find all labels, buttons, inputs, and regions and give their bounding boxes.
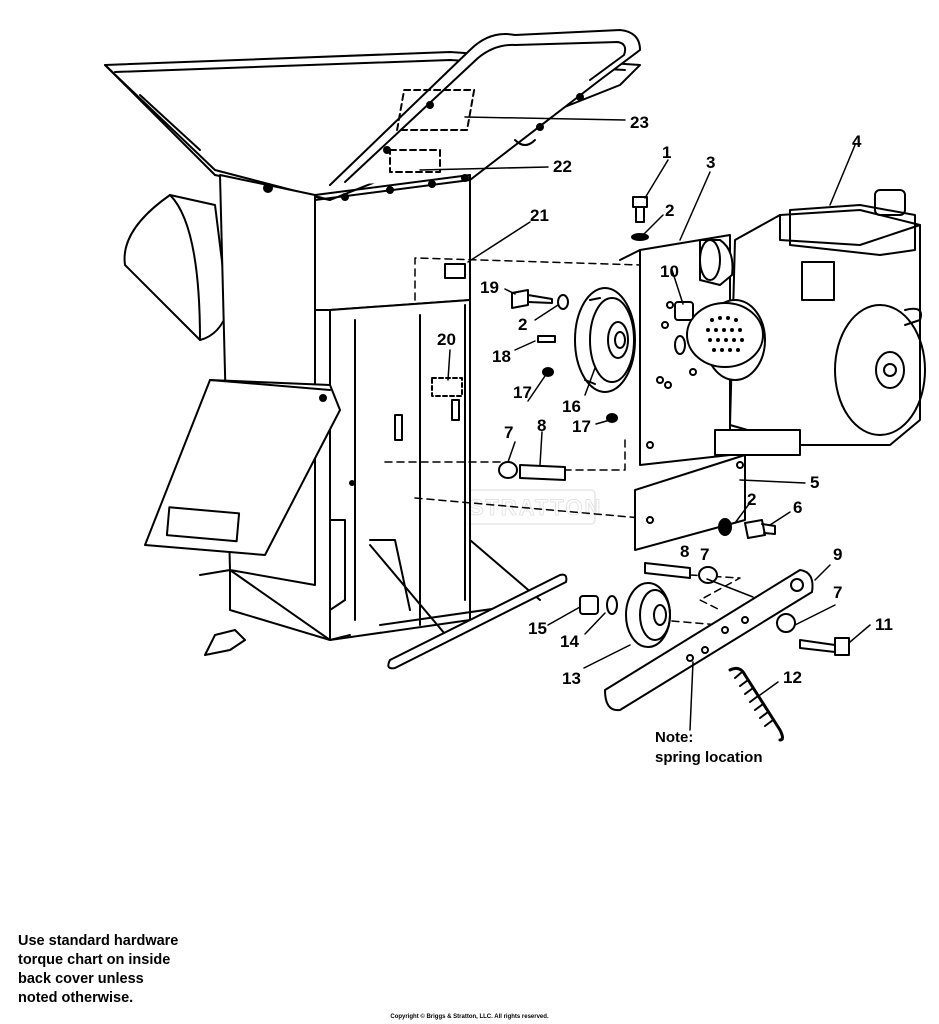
idler-arm xyxy=(604,569,814,712)
muffler xyxy=(686,302,764,368)
callout-9: 9 xyxy=(833,545,842,564)
callout-16: 16 xyxy=(562,397,581,416)
drive-pulley xyxy=(574,287,636,393)
callout-4: 4 xyxy=(852,132,862,151)
feed-chute-door xyxy=(144,379,341,556)
callout-18: 18 xyxy=(492,347,511,366)
callout-7-third: 7 xyxy=(833,583,842,602)
torque-note-line: torque chart on inside xyxy=(18,952,171,968)
skid-foot xyxy=(204,629,246,656)
callout-23: 23 xyxy=(630,113,649,132)
callout-10: 10 xyxy=(660,262,679,281)
stand-frame xyxy=(369,539,568,670)
callout-2-third: 2 xyxy=(747,490,756,509)
callout-1: 1 xyxy=(662,143,671,162)
callout-17-second: 17 xyxy=(572,417,591,436)
callout-20: 20 xyxy=(437,330,456,349)
torque-note-line: noted otherwise. xyxy=(18,990,134,1006)
callout-17: 17 xyxy=(513,383,532,402)
discharge-chute xyxy=(123,194,229,341)
idler-spring xyxy=(728,666,784,742)
callout-19: 19 xyxy=(480,278,499,297)
callout-7-second: 7 xyxy=(700,545,709,564)
callout-11: 11 xyxy=(875,615,893,634)
callout-6: 6 xyxy=(793,498,802,517)
torque-note-line: Use standard hardware xyxy=(18,933,179,949)
handle-bar xyxy=(329,29,641,186)
callout-8-second: 8 xyxy=(680,542,689,561)
callout-2: 2 xyxy=(665,201,674,220)
copyright: Copyright © Briggs & Stratton, LLC. All … xyxy=(390,1014,549,1020)
idler-pulley xyxy=(625,582,671,648)
callout-21: 21 xyxy=(530,206,549,225)
note-spring-location: spring location xyxy=(655,749,763,766)
callout-2-second: 2 xyxy=(518,315,527,334)
callout-5: 5 xyxy=(810,473,819,492)
labels xyxy=(444,263,466,279)
callout-13: 13 xyxy=(562,669,581,688)
callout-numbers: 1 2 3 4 5 6 7 8 9 10 11 12 13 14 15 16 1… xyxy=(437,113,893,766)
callout-7: 7 xyxy=(504,423,513,442)
torque-note: Use standard hardware torque chart on in… xyxy=(18,932,238,1008)
callout-8: 8 xyxy=(537,416,546,435)
base-plate xyxy=(634,454,746,551)
callout-3: 3 xyxy=(706,153,715,172)
callout-22: 22 xyxy=(553,157,572,176)
note-label: Note: xyxy=(655,729,693,746)
torque-note-line: back cover unless xyxy=(18,971,144,987)
leader-lines xyxy=(419,116,871,731)
hardware xyxy=(498,196,850,656)
callout-14: 14 xyxy=(560,632,579,651)
callout-15: 15 xyxy=(528,619,547,638)
callout-12: 12 xyxy=(783,668,802,687)
